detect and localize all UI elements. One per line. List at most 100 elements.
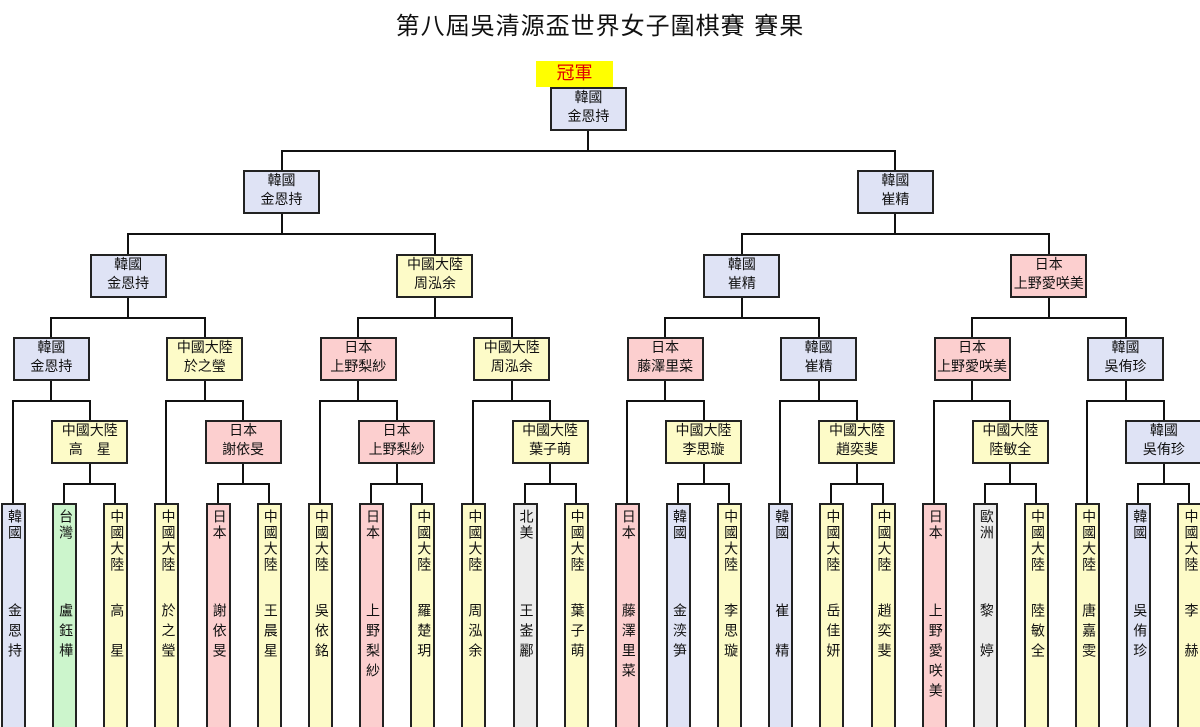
match-winner-box: 韓國崔精 — [856, 170, 934, 214]
player-country: 中國大陸 — [1080, 509, 1097, 573]
connector-line — [216, 483, 219, 503]
player-entry: 中國大陸吳依銘 — [307, 503, 333, 727]
match-winner-box: 日本上野愛咲美 — [1010, 254, 1088, 298]
connector-line — [472, 400, 475, 503]
winner-country: 日本 — [958, 340, 987, 356]
connector-line — [676, 483, 679, 503]
connector-line — [357, 381, 360, 400]
connector-line — [280, 150, 283, 170]
winner-name: 吳侑珍 — [1142, 442, 1185, 458]
player-country: 韓國 — [670, 509, 687, 541]
player-entry: 中國大陸岳佳妍 — [819, 503, 845, 727]
winner-country: 中國大陸 — [61, 423, 118, 439]
player-country: 中國大陸 — [568, 509, 585, 573]
player-entry: 日本上野愛咲美 — [921, 503, 947, 727]
connector-line — [625, 400, 705, 402]
player-country: 韓國 — [1131, 509, 1148, 541]
match-winner-box: 韓國崔精 — [703, 254, 781, 298]
connector-line — [12, 400, 14, 503]
player-country: 韓國 — [773, 509, 790, 541]
player-country: 中國大陸 — [1029, 509, 1045, 573]
connector-line — [433, 233, 436, 254]
connector-line — [676, 483, 731, 485]
connector-line — [549, 464, 552, 483]
connector-line — [318, 400, 321, 503]
champion-label: 冠軍 — [536, 61, 613, 87]
player-country: 中國大陸 — [261, 509, 278, 573]
player-country: 台灣 — [57, 509, 74, 541]
connector-line — [740, 298, 743, 317]
connector-line — [1086, 400, 1165, 402]
connector-line — [63, 483, 117, 485]
player-name: 謝依旻 — [210, 603, 227, 663]
connector-line — [1124, 317, 1127, 337]
winner-name: 金恩持 — [30, 359, 73, 375]
match-winner-box: 中國大陸趙奕斐 — [818, 420, 896, 464]
connector-line — [1047, 233, 1050, 254]
player-country: 中國大陸 — [466, 509, 483, 573]
connector-line — [894, 150, 897, 170]
connector-line — [664, 317, 667, 337]
connector-line — [740, 233, 743, 254]
connector-line — [12, 400, 91, 402]
player-name: 吳依銘 — [312, 603, 329, 663]
connector-line — [702, 400, 705, 420]
match-winner-box: 日本藤澤里菜 — [626, 337, 704, 381]
winner-country: 中國大陸 — [982, 423, 1039, 439]
player-name: 陸敏全 — [1029, 603, 1045, 663]
player-entry: 中國大陸李思璇 — [717, 503, 743, 727]
connector-line — [267, 483, 270, 503]
winner-country: 中國大陸 — [406, 257, 463, 273]
connector-line — [433, 298, 436, 317]
player-country: 中國大陸 — [722, 509, 739, 573]
match-winner-box: 韓國金恩持 — [89, 254, 167, 298]
connector-line — [523, 483, 577, 485]
connector-line — [357, 317, 360, 337]
connector-line — [894, 214, 897, 233]
winner-name: 上野梨紗 — [330, 359, 387, 375]
connector-line — [510, 381, 513, 400]
match-winner-box: 日本上野梨紗 — [319, 337, 397, 381]
winner-name: 謝依旻 — [222, 442, 265, 458]
winner-name: 崔精 — [727, 276, 756, 292]
match-winner-box: 中國大陸周泓余 — [396, 254, 474, 298]
champion-box: 韓國金恩持 — [549, 87, 627, 131]
player-name: 藤澤里菜 — [619, 603, 636, 683]
player-entry: 日本謝依旻 — [205, 503, 231, 727]
player-entry: 韓國吳侑珍 — [1126, 503, 1152, 727]
match-winner-box: 中國大陸陸敏全 — [971, 420, 1049, 464]
connector-line — [50, 317, 206, 319]
match-winner-box: 中國大陸葉子萌 — [511, 420, 589, 464]
player-country: 中國大陸 — [108, 509, 125, 573]
player-entry: 中國大陸趙奕斐 — [870, 503, 896, 727]
connector-line — [1009, 464, 1012, 483]
player-entry: 中國大陸羅楚玥 — [410, 503, 436, 727]
player-name: 王晨星 — [261, 603, 278, 663]
connector-line — [523, 483, 526, 503]
winner-country: 韓國 — [881, 173, 910, 189]
player-name: 高 星 — [108, 603, 125, 663]
winner-country: 日本 — [382, 423, 411, 439]
player-country: 中國大陸 — [312, 509, 329, 573]
winner-name: 上野愛咲美 — [1013, 276, 1084, 292]
player-country: 中國大陸 — [875, 509, 892, 573]
player-name: 葉子萌 — [568, 603, 585, 663]
player-entry: 韓國金湙笋 — [665, 503, 691, 727]
winner-name: 周泓余 — [490, 359, 533, 375]
connector-line — [203, 317, 206, 337]
winner-country: 日本 — [344, 340, 373, 356]
player-country: 韓國 — [6, 509, 22, 541]
connector-line — [983, 483, 986, 503]
connector-line — [395, 464, 398, 483]
match-winner-box: 日本謝依旻 — [204, 420, 282, 464]
player-name: 唐嘉雯 — [1080, 603, 1097, 663]
match-winner-box: 中國大陸高 星 — [51, 420, 129, 464]
player-entry: 中國大陸李 赫 — [1177, 503, 1200, 727]
connector-line — [728, 483, 731, 503]
connector-line — [510, 317, 513, 337]
player-country: 日本 — [210, 509, 227, 541]
winner-name: 陸敏全 — [989, 442, 1032, 458]
connector-line — [971, 317, 974, 337]
connector-line — [702, 464, 705, 483]
connector-line — [855, 464, 858, 483]
